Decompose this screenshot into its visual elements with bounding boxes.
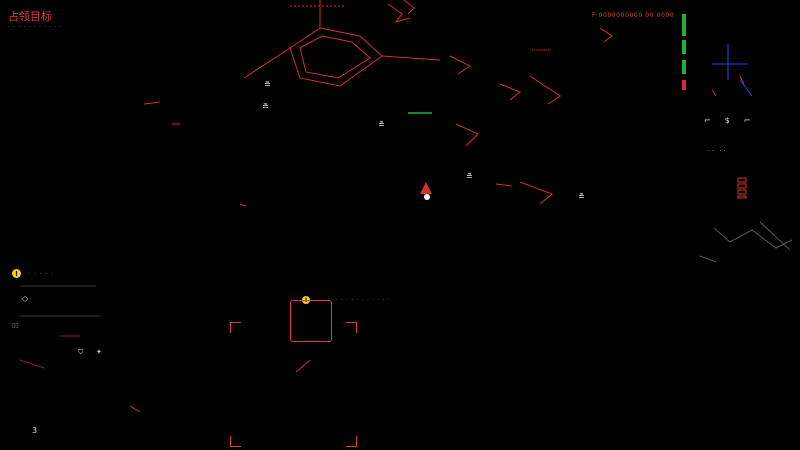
- squad-icon: ▯▯: [12, 322, 19, 329]
- grenade-icon: ✦: [96, 348, 102, 356]
- crosshair-bracket-tr: [346, 322, 357, 333]
- status-text: · · · · · · · · · · ·: [336, 297, 391, 303]
- objective-title: 占领目标: [8, 10, 52, 23]
- right-hud-readout: ·· ··: [708, 148, 728, 155]
- crosshair-bracket-bl: [230, 436, 241, 447]
- warning-text: · · · · ·: [28, 271, 55, 278]
- ammo-count: 3: [32, 426, 38, 435]
- health-meter-segment: [682, 60, 686, 74]
- warning-icon: !: [12, 269, 21, 278]
- health-meter-segment: [682, 40, 686, 54]
- crosshair-bracket-br: [346, 436, 357, 447]
- currency-icon: $: [724, 116, 744, 125]
- crosshair-bracket-tl: [230, 322, 241, 333]
- health-meter-segment: [682, 14, 686, 36]
- compass-icon: ◇: [22, 294, 29, 303]
- target-reticle: [290, 300, 332, 342]
- enemy-marker[interactable]: ≞: [578, 192, 585, 201]
- coordinate-readout: F·0000000000 00 0000: [592, 12, 675, 19]
- enemy-marker[interactable]: ≞: [264, 80, 271, 89]
- shield-icon: ⛉: [78, 348, 84, 356]
- weapon-icon: ⌐: [743, 116, 765, 125]
- enemy-marker[interactable]: ≞: [466, 172, 473, 181]
- enemy-marker[interactable]: ≞: [262, 102, 269, 111]
- equipment-row: ⌐$⌐: [704, 116, 765, 125]
- weapon-icon: ⌐: [704, 116, 725, 125]
- enemy-marker[interactable]: ≞: [378, 120, 385, 129]
- objective-subtitle: · · · · · · · · · · ·: [8, 24, 63, 30]
- health-meter-low-segment: [682, 80, 686, 90]
